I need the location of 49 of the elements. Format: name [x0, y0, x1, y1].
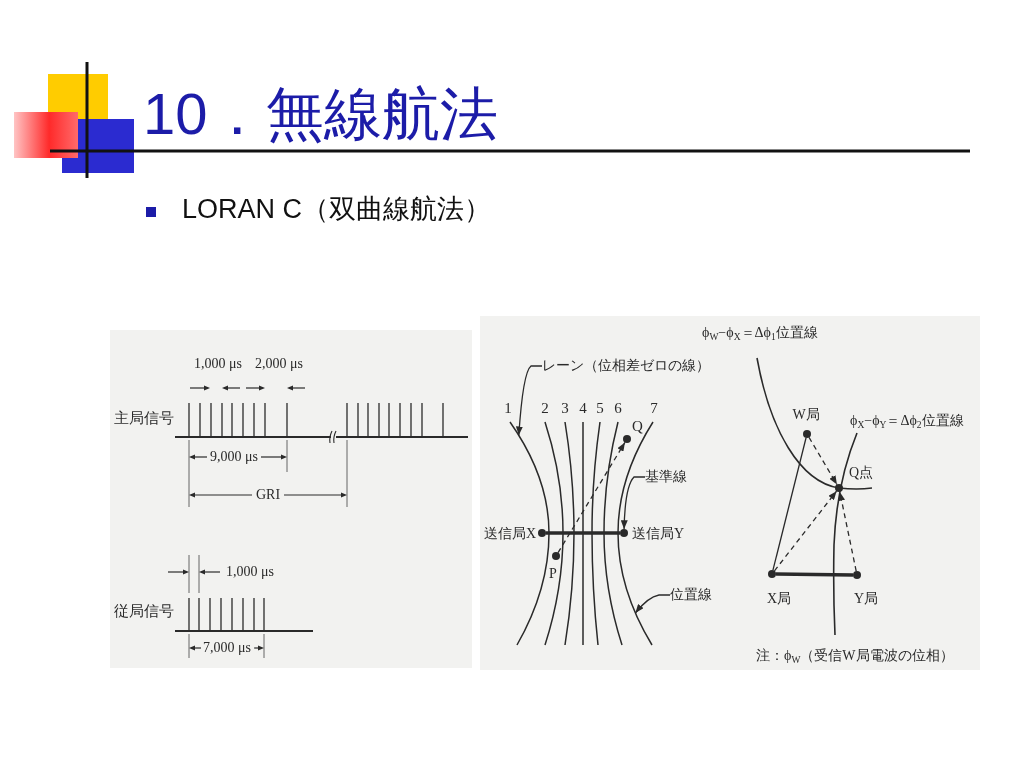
baseline	[772, 437, 807, 571]
bullet-text: LORAN C（双曲線航法）	[182, 194, 492, 226]
interval-label: 1,000 μs	[194, 355, 242, 373]
point-dot	[835, 484, 843, 492]
callout-label: 基準線	[645, 468, 687, 486]
point-label: P	[549, 565, 557, 583]
position-line-label: ϕ$_{W}$−ϕ$_{X}$＝Δϕ$_{1}$位置線	[702, 324, 818, 342]
lane-number: 5	[596, 400, 604, 418]
station-label: X局	[766, 590, 792, 608]
lane-number: 1	[504, 400, 512, 418]
point-dot	[552, 552, 560, 560]
baseline	[776, 572, 853, 577]
interval-label: 7,000 μs	[203, 639, 251, 657]
leader-line	[515, 365, 543, 436]
station-label: 送信局Y	[632, 525, 685, 543]
callout-label: レーン（位相差ゼロの線）	[542, 357, 710, 375]
station-dot	[853, 571, 861, 579]
arrow	[838, 491, 857, 572]
signal-label: 従局信号	[114, 603, 174, 621]
callout-label: 位置線	[670, 586, 712, 604]
position-line-label: ϕ$_{X}$−ϕ$_{Y}$＝Δϕ$_{2}$位置線	[850, 412, 964, 430]
lane-number: 4	[579, 400, 587, 418]
lane-number: 6	[614, 400, 622, 418]
station-label: W局	[792, 406, 820, 424]
leader-line	[620, 476, 646, 530]
arrow	[808, 436, 838, 486]
signal-label: 主局信号	[114, 410, 174, 428]
lane-number: 7	[650, 400, 658, 418]
station-dot	[803, 430, 811, 438]
note-text: 注：ϕ$_{W}$（受信W局電波の位相）	[756, 647, 954, 665]
baseline	[546, 531, 620, 535]
station-dot	[538, 529, 546, 537]
point-label: Q	[632, 418, 643, 436]
station-label: 送信局X	[483, 525, 536, 543]
slide-title: 10．無線航法	[143, 85, 498, 143]
interval-label: 9,000 μs	[210, 448, 258, 466]
station-dot	[768, 570, 776, 578]
lane-number: 3	[561, 400, 569, 418]
interval-label: 1,000 μs	[226, 563, 274, 581]
interval-label: GRI	[255, 486, 281, 504]
arrow	[557, 441, 626, 554]
station-dot	[620, 529, 628, 537]
lane-number: 2	[541, 400, 549, 418]
arrow	[773, 490, 838, 572]
station-label: Y局	[853, 590, 879, 608]
interval-label: 2,000 μs	[255, 355, 303, 373]
point-label: Q点	[849, 464, 874, 482]
leader-line	[634, 594, 671, 614]
point-dot	[623, 435, 631, 443]
